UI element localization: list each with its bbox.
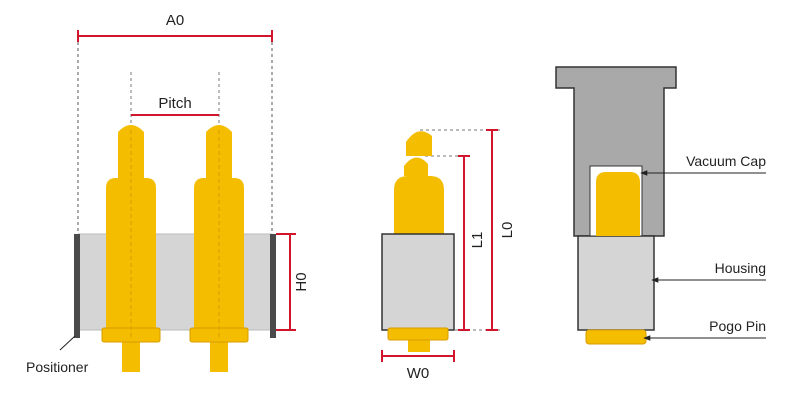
single-pin-side-view: L1 L0 W0 <box>381 129 516 382</box>
side-housing <box>381 233 455 331</box>
positioner-right <box>270 234 276 338</box>
h0-label: H0 <box>293 272 310 291</box>
a0-label: A0 <box>166 12 184 29</box>
pogo-pin-2 <box>189 125 249 372</box>
cap-housing <box>577 235 655 331</box>
vacuum-cap-label: Vacuum Cap <box>686 153 766 169</box>
vacuum-cap-assembly: Vacuum Cap Housing Pogo Pin <box>555 66 766 345</box>
pogo-pin-label: Pogo Pin <box>709 318 766 334</box>
vacuum-cap <box>555 66 677 237</box>
dual-pin-assembly: A0 Pitch H0 Posit <box>26 12 310 375</box>
positioner-label: Positioner <box>26 359 89 375</box>
l1-label: L1 <box>469 232 486 249</box>
housing-label: Housing <box>715 260 766 276</box>
pitch-label: Pitch <box>158 95 191 112</box>
pogo-pin-1 <box>101 125 161 372</box>
positioner-left <box>74 234 80 338</box>
l0-label: L0 <box>499 222 516 239</box>
w0-label: W0 <box>407 365 430 382</box>
